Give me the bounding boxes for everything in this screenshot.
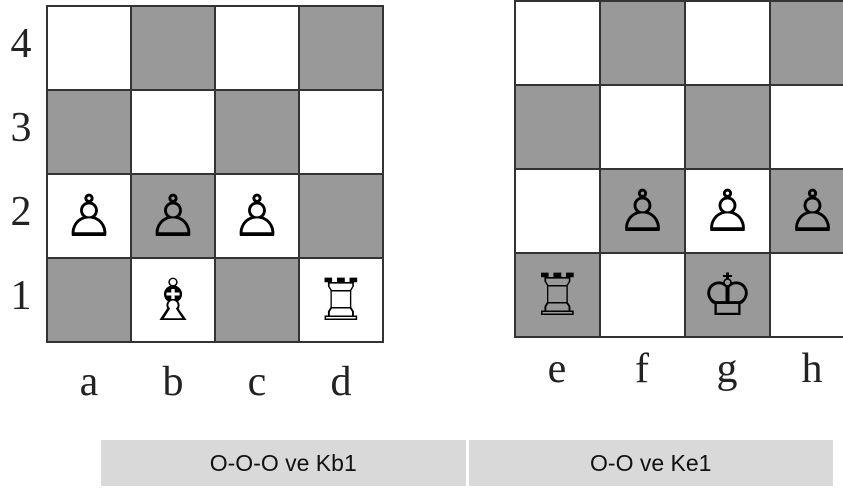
file-label-d: d [330,359,352,405]
square-g1: ♔ [685,253,770,337]
caption-left: O-O-O ve Kb1 [209,449,357,476]
square-b1: ♗ [131,258,215,342]
white-rook-icon: ♖ [315,266,367,334]
white-pawn-icon: ♙ [147,182,199,250]
square-g3 [685,85,770,169]
square-e2 [515,169,600,253]
square-a4 [47,6,131,90]
square-d1: ♖ [299,258,383,342]
square-h3 [770,85,843,169]
square-c4 [215,6,299,90]
white-pawn-icon: ♙ [231,182,283,250]
white-bishop-icon: ♗ [147,266,199,334]
chessboard-queenside: ♙ ♙ ♙ ♗ ♖ [46,5,384,343]
rank-label-4: 4 [10,21,32,67]
white-pawn-icon: ♙ [786,177,839,245]
caption-row: O-O-O ve Kb1 O-O ve Ke1 [101,440,833,486]
square-g2: ♙ [685,169,770,253]
rank-label-2: 2 [10,189,32,235]
square-f4 [600,1,685,85]
white-rook-icon: ♖ [531,261,584,329]
caption-right: O-O ve Ke1 [465,440,834,486]
square-e3 [515,85,600,169]
file-label-h: h [801,346,823,392]
square-h2: ♙ [770,169,843,253]
square-d2 [299,174,383,258]
white-pawn-icon: ♙ [63,182,115,250]
rank-label-3: 3 [10,105,32,151]
chessboard-kingside: ♙ ♙ ♙ ♖ ♔ [514,0,843,338]
file-label-b: b [162,359,184,405]
file-label-c: c [247,359,267,405]
file-label-e: e [547,346,567,392]
file-label-g: g [716,346,738,392]
square-b2: ♙ [131,174,215,258]
square-g4 [685,1,770,85]
square-h4 [770,1,843,85]
white-pawn-icon: ♙ [701,177,754,245]
square-e1: ♖ [515,253,600,337]
rank-label-1: 1 [10,273,32,319]
square-b4 [131,6,215,90]
square-h1 [770,253,843,337]
square-c3 [215,90,299,174]
square-a2: ♙ [47,174,131,258]
square-c2: ♙ [215,174,299,258]
white-king-icon: ♔ [701,261,754,329]
file-label-a: a [79,359,99,405]
square-f2: ♙ [600,169,685,253]
square-e4 [515,1,600,85]
square-a1 [47,258,131,342]
white-pawn-icon: ♙ [616,177,669,245]
square-d4 [299,6,383,90]
square-d3 [299,90,383,174]
square-c1 [215,258,299,342]
square-a3 [47,90,131,174]
square-f1 [600,253,685,337]
square-f3 [600,85,685,169]
file-label-f: f [635,346,649,392]
square-b3 [131,90,215,174]
